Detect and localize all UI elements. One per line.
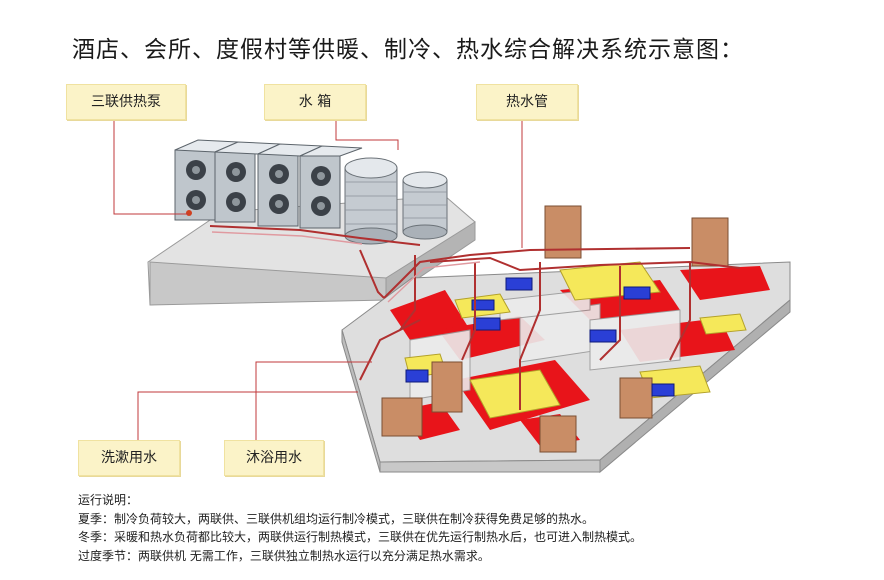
cold-water-pipes (211, 231, 481, 303)
water-tanks (344, 157, 448, 245)
label-washing-water: 洗漱用水 (78, 440, 180, 476)
label-hot-water-pipe: 热水管 (476, 84, 578, 120)
callout-leader-lines (113, 117, 523, 450)
notes-heading: 运行说明： (78, 493, 139, 507)
diagram-title: 酒店、会所、度假村等供暖、制冷、热水综合解决系统示意图： (72, 37, 744, 63)
operating-notes: 运行说明： 夏季：制冷负荷较大，两联供、三联供机组均运行制冷模式，三联供在制冷获… (78, 491, 642, 565)
heat-pump-units (174, 139, 363, 229)
label-heat-pump: 三联供热泵 (66, 84, 186, 120)
notes-transition: 过度季节：两联供机 无需工作，三联供独立制热水运行以充分满足热水需求。 (78, 548, 490, 563)
notes-summer: 夏季：制冷负荷较大，两联供、三联供机组均运行制冷模式，三联供在制冷获得免费足够的… (78, 511, 595, 526)
hot-water-pipes (209, 225, 741, 410)
label-water-tank: 水 箱 (264, 84, 366, 120)
fan-coil-units (405, 277, 675, 397)
notes-winter: 冬季：采暖和热水负荷都比较大，两联供运行制热模式，三联供在优先运行制热水后，也可… (78, 530, 643, 544)
label-bathing-water: 沐浴用水 (224, 440, 324, 476)
